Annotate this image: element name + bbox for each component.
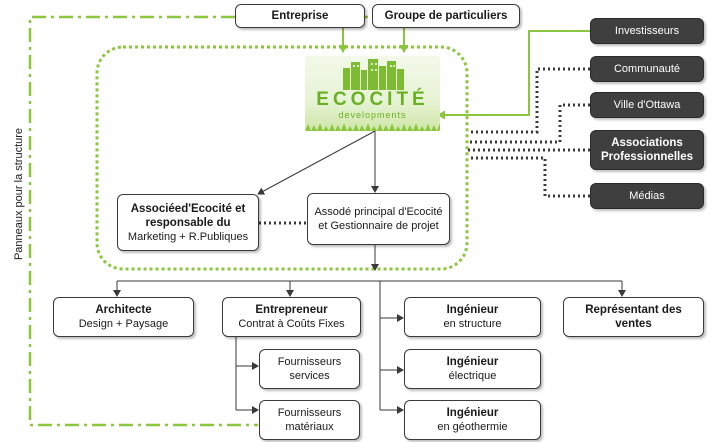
- logo-subtitle: developments: [338, 110, 407, 120]
- fournisseurs-materiaux-line2: matériaux: [285, 421, 334, 433]
- box-associations: Associations Professionnelles: [590, 130, 704, 170]
- fournisseurs-materiaux-line1: Fournisseurs: [277, 407, 342, 419]
- fournisseurs-services-line2: services: [289, 370, 330, 382]
- box-ing-geothermie: Ingénieur en géothermie: [404, 400, 541, 440]
- ing-structure-title: Ingénieur: [446, 304, 499, 316]
- box-groupe-particuliers: Groupe de particuliers: [372, 4, 520, 28]
- fournisseurs-services-line1: Fournisseurs: [277, 356, 342, 368]
- communaute-label: Communauté: [613, 63, 681, 75]
- architecte-subtitle: Design + Paysage: [78, 318, 169, 330]
- inner-frame: [95, 45, 469, 271]
- box-associe-marketing: Associéed'Ecocité et responsable du Mark…: [117, 194, 259, 251]
- grass-icon: [305, 123, 440, 131]
- box-entrepreneur: Entrepreneur Contrat à Coûts Fixes: [222, 297, 361, 337]
- entrepreneur-subtitle: Contrat à Coûts Fixes: [238, 318, 345, 330]
- logo-name: ECOCITÉ: [316, 89, 429, 110]
- outer-frame: [28, 15, 258, 427]
- ing-geothermie-title: Ingénieur: [446, 407, 499, 419]
- entreprise-label: Entreprise: [271, 10, 329, 22]
- ing-electrique-title: Ingénieur: [446, 356, 499, 368]
- box-representant: Représentant des ventes: [563, 297, 704, 337]
- medias-label: Médias: [629, 190, 665, 202]
- associe-principal-line1: Assodé principal d'Ecocité: [314, 206, 443, 218]
- box-communaute: Communauté: [590, 56, 704, 82]
- ecocite-logo: ECOCITÉ developments: [305, 56, 440, 131]
- box-investisseurs: Investisseurs: [590, 18, 704, 44]
- associe-principal-line2: et Gestionnaire de projet: [318, 220, 439, 232]
- box-entreprise: Entreprise: [235, 4, 365, 28]
- box-medias: Médias: [590, 183, 704, 209]
- ing-geothermie-subtitle: en géothermie: [437, 421, 508, 433]
- box-associe-principal: Assodé principal d'Ecocité et Gestionnai…: [307, 193, 450, 245]
- box-fournisseurs-services: Fournisseurs services: [259, 349, 360, 389]
- ing-structure-subtitle: en structure: [443, 318, 502, 330]
- associe-marketing-line1: Associéed'Ecocité et: [130, 202, 246, 215]
- architecte-title: Architecte: [95, 304, 152, 316]
- representant-line2: ventes: [615, 318, 652, 330]
- associations-label: Associations Professionnelles: [600, 137, 694, 163]
- groupe-label: Groupe de particuliers: [384, 10, 508, 22]
- box-ing-electrique: Ingénieur électrique: [404, 349, 541, 389]
- box-architecte: Architecte Design + Paysage: [53, 297, 194, 337]
- entrepreneur-title: Entrepreneur: [255, 304, 328, 316]
- box-fournisseurs-materiaux: Fournisseurs matériaux: [259, 400, 360, 440]
- box-ing-structure: Ingénieur en structure: [404, 297, 541, 337]
- associe-marketing-line2: responsable du: [145, 216, 231, 229]
- investisseurs-label: Investisseurs: [614, 25, 680, 37]
- box-ville-ottawa: Ville d'Ottawa: [590, 92, 704, 118]
- side-label: Panneaux pour la structure: [13, 127, 25, 261]
- associe-marketing-line3: Marketing + R.Publiques: [127, 230, 249, 243]
- representant-line1: Représentant des: [585, 304, 682, 316]
- ville-ottawa-label: Ville d'Ottawa: [613, 99, 681, 111]
- city-skyline-icon: [343, 59, 404, 90]
- ing-electrique-subtitle: électrique: [448, 370, 497, 382]
